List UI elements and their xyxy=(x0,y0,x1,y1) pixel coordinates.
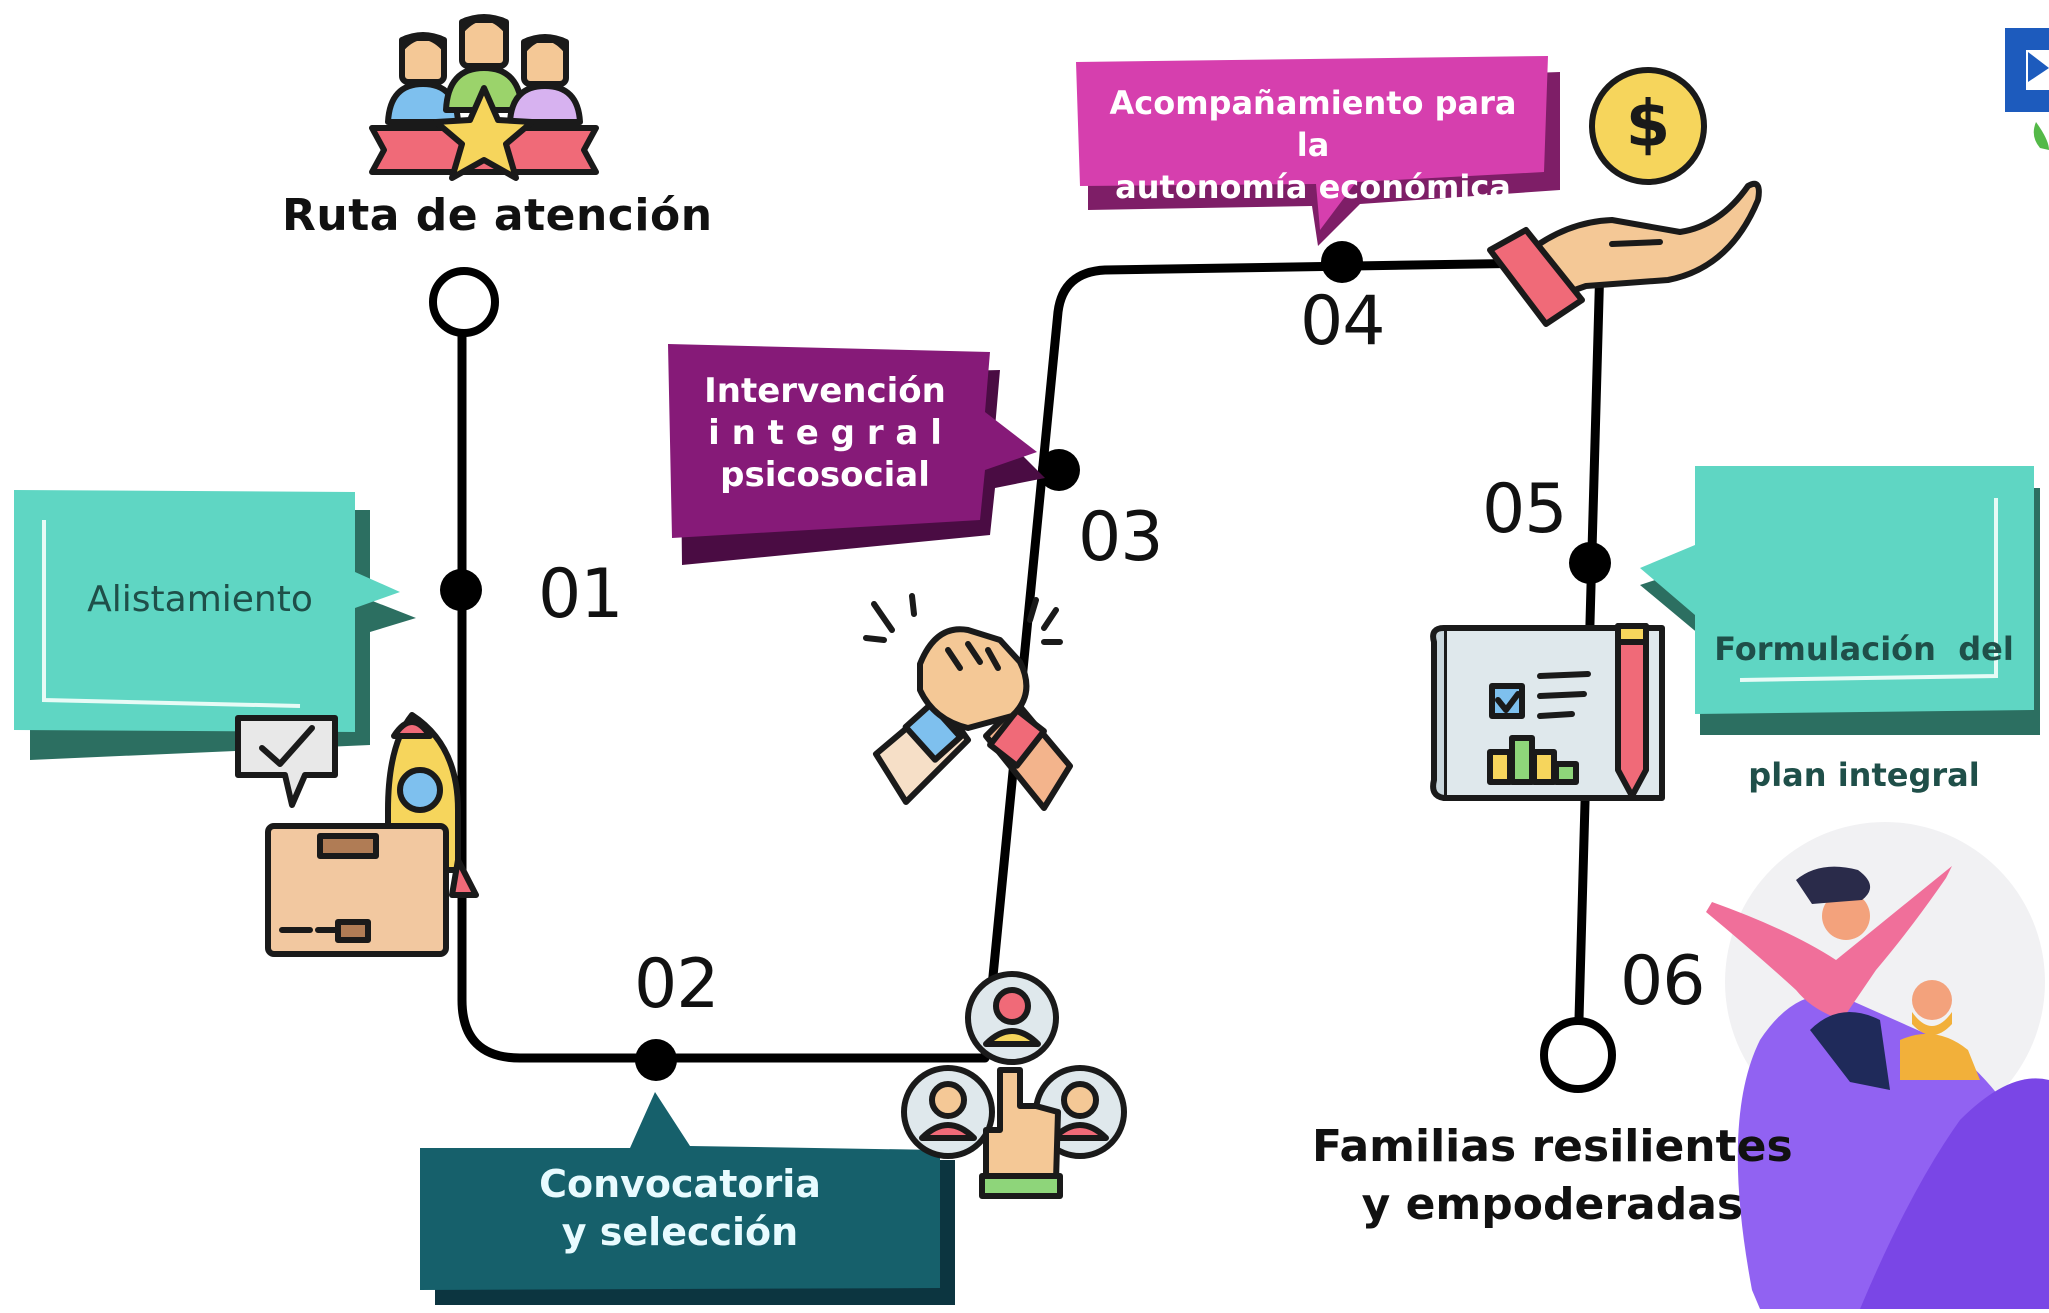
step-03-label: Intervención i n t e g r a l psicosocial xyxy=(704,371,946,495)
route-path xyxy=(457,257,1605,1063)
dollar-sign-icon: $ xyxy=(1625,88,1671,162)
plan-blueprint-pencil-icon xyxy=(1430,623,1665,801)
start-node xyxy=(429,267,499,337)
step-03-number: 03 xyxy=(1078,498,1164,577)
end-label: Familias resilientes y empoderadas xyxy=(1312,1118,1793,1234)
step-01-bubble xyxy=(14,490,416,760)
step-02-label: Convocatoria y selección xyxy=(539,1162,821,1254)
page-title: Ruta de atención xyxy=(282,190,713,241)
checklist-box-rocket-icon xyxy=(235,712,479,957)
step-03-bubble xyxy=(668,344,1045,565)
step-04-bubble xyxy=(1076,56,1560,246)
step-05-label: Formulación del plan integral xyxy=(1714,630,2014,794)
end-label-line1: Familias resilientes xyxy=(1312,1121,1793,1172)
end-node xyxy=(1540,1017,1616,1093)
step-01-number: 01 xyxy=(538,555,624,634)
step-04-number: 04 xyxy=(1300,282,1386,361)
step-02-number: 02 xyxy=(634,945,720,1024)
step-02-node xyxy=(635,1039,677,1081)
step-05-node xyxy=(1569,542,1611,584)
organization-logo xyxy=(2005,28,2049,150)
step-04-label: Acompañamiento para la autonomía económi… xyxy=(1109,84,1517,206)
step-01-label: Alistamiento xyxy=(87,579,313,620)
celebrating-family-icon xyxy=(1706,822,2049,1309)
step-01-node xyxy=(440,569,482,611)
hand-dollar-coin-icon xyxy=(1487,67,1762,327)
handshake-icon xyxy=(863,593,1073,811)
step-05-number: 05 xyxy=(1482,470,1568,549)
step-04-node xyxy=(1321,241,1363,283)
step-06-number: 06 xyxy=(1620,942,1706,1021)
end-label-line2: y empoderadas xyxy=(1361,1179,1744,1230)
people-selection-hand-icon xyxy=(901,971,1127,1199)
step-02-bubble xyxy=(420,1092,955,1305)
step-03-node xyxy=(1038,449,1080,491)
step-05-bubble xyxy=(1640,466,2040,735)
people-star-icon xyxy=(369,14,599,181)
